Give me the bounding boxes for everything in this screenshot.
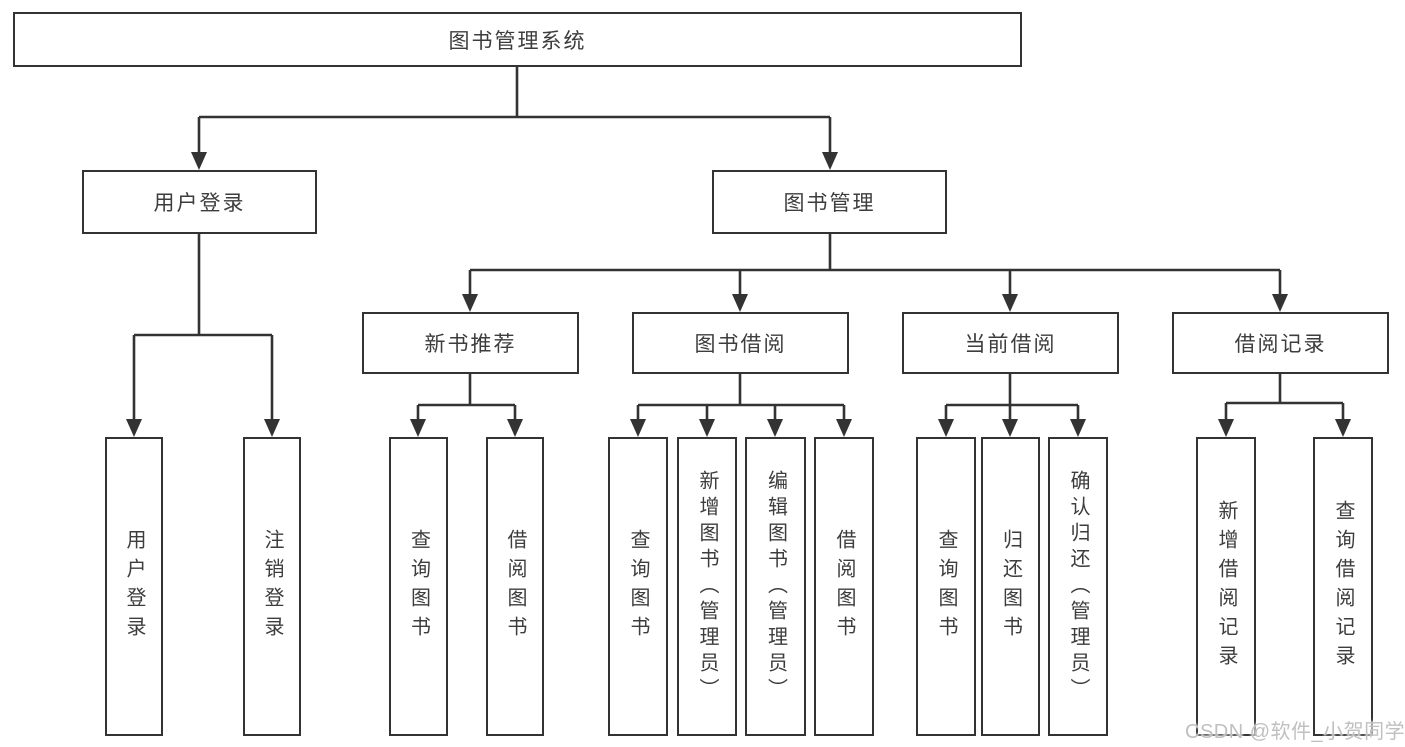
node-borrow-add-books-admin: 新增图书（管理员）: [677, 437, 737, 736]
node-newbooks-query-books: 查询图书: [389, 437, 448, 736]
node-current-return-books: 归还图书: [981, 437, 1040, 736]
node-label: 借阅图书: [833, 528, 855, 645]
arrow-icon: [630, 419, 646, 437]
node-records-query-borrow-record: 查询借阅记录: [1313, 437, 1373, 736]
arrow-icon: [191, 152, 207, 170]
arrow-icon: [836, 419, 852, 437]
node-label: 图书借阅: [694, 333, 787, 356]
node-borrow-query-books: 查询图书: [608, 437, 668, 736]
arrow-icon: [264, 419, 280, 437]
node-label: 图书管理系统: [448, 29, 587, 53]
arrow-icon: [462, 294, 478, 312]
node-newbooks-borrow-books: 借阅图书: [486, 437, 544, 736]
node-logout: 注销登录: [243, 437, 301, 736]
arrow-icon: [410, 419, 426, 437]
arrow-icon: [1002, 294, 1018, 312]
node-borrow-borrow-books: 借阅图书: [814, 437, 874, 736]
csdn-watermark: CSDN @软件_小贺同学: [1185, 721, 1405, 743]
arrow-icon: [1002, 419, 1018, 437]
node-label: 借阅记录: [1234, 333, 1327, 356]
node-label: 查询借阅记录: [1332, 499, 1354, 674]
node-library-management-system: 图书管理系统: [13, 12, 1022, 67]
node-new-book-recommendation: 新书推荐: [362, 312, 579, 374]
node-label: 查询图书: [627, 528, 649, 645]
node-label: 新增图书（管理员）: [696, 469, 718, 704]
arrow-icon: [732, 294, 748, 312]
arrow-icon: [126, 419, 142, 437]
node-label: 当前借阅: [964, 333, 1057, 356]
arrow-icon: [1218, 419, 1234, 437]
arrow-icon: [1070, 419, 1086, 437]
node-label: 新增借阅记录: [1215, 499, 1237, 674]
arrow-icon: [699, 419, 715, 437]
arrow-icon: [767, 419, 783, 437]
arrow-icon: [1272, 294, 1288, 312]
node-label: 查询图书: [935, 528, 957, 645]
node-book-borrowing: 图书借阅: [632, 312, 849, 374]
node-label: 确认归还（管理员）: [1067, 469, 1089, 704]
node-label: 图书管理: [783, 192, 876, 215]
arrow-icon: [507, 419, 523, 437]
arrow-icon: [938, 419, 954, 437]
node-records-add-borrow-record: 新增借阅记录: [1196, 437, 1256, 736]
node-user-login-action: 用户登录: [105, 437, 163, 736]
arrow-icon: [1335, 419, 1351, 437]
arrow-icon: [822, 152, 838, 170]
node-book-management: 图书管理: [712, 170, 947, 234]
node-label: 归还图书: [999, 528, 1022, 645]
node-label: 用户登录: [123, 528, 145, 645]
node-current-confirm-return-admin: 确认归还（管理员）: [1048, 437, 1108, 736]
node-label: 新书推荐: [424, 333, 517, 356]
node-current-borrowing: 当前借阅: [902, 312, 1119, 374]
node-user-login: 用户登录: [82, 170, 317, 234]
node-borrow-edit-books-admin: 编辑图书（管理员）: [745, 437, 806, 736]
node-borrowing-records: 借阅记录: [1172, 312, 1389, 374]
node-label: 用户登录: [153, 192, 246, 215]
node-current-query-books: 查询图书: [916, 437, 976, 736]
node-label: 编辑图书（管理员）: [764, 469, 787, 704]
node-label: 借阅图书: [504, 528, 526, 645]
node-label: 注销登录: [261, 528, 283, 645]
node-label: 查询图书: [407, 528, 430, 645]
